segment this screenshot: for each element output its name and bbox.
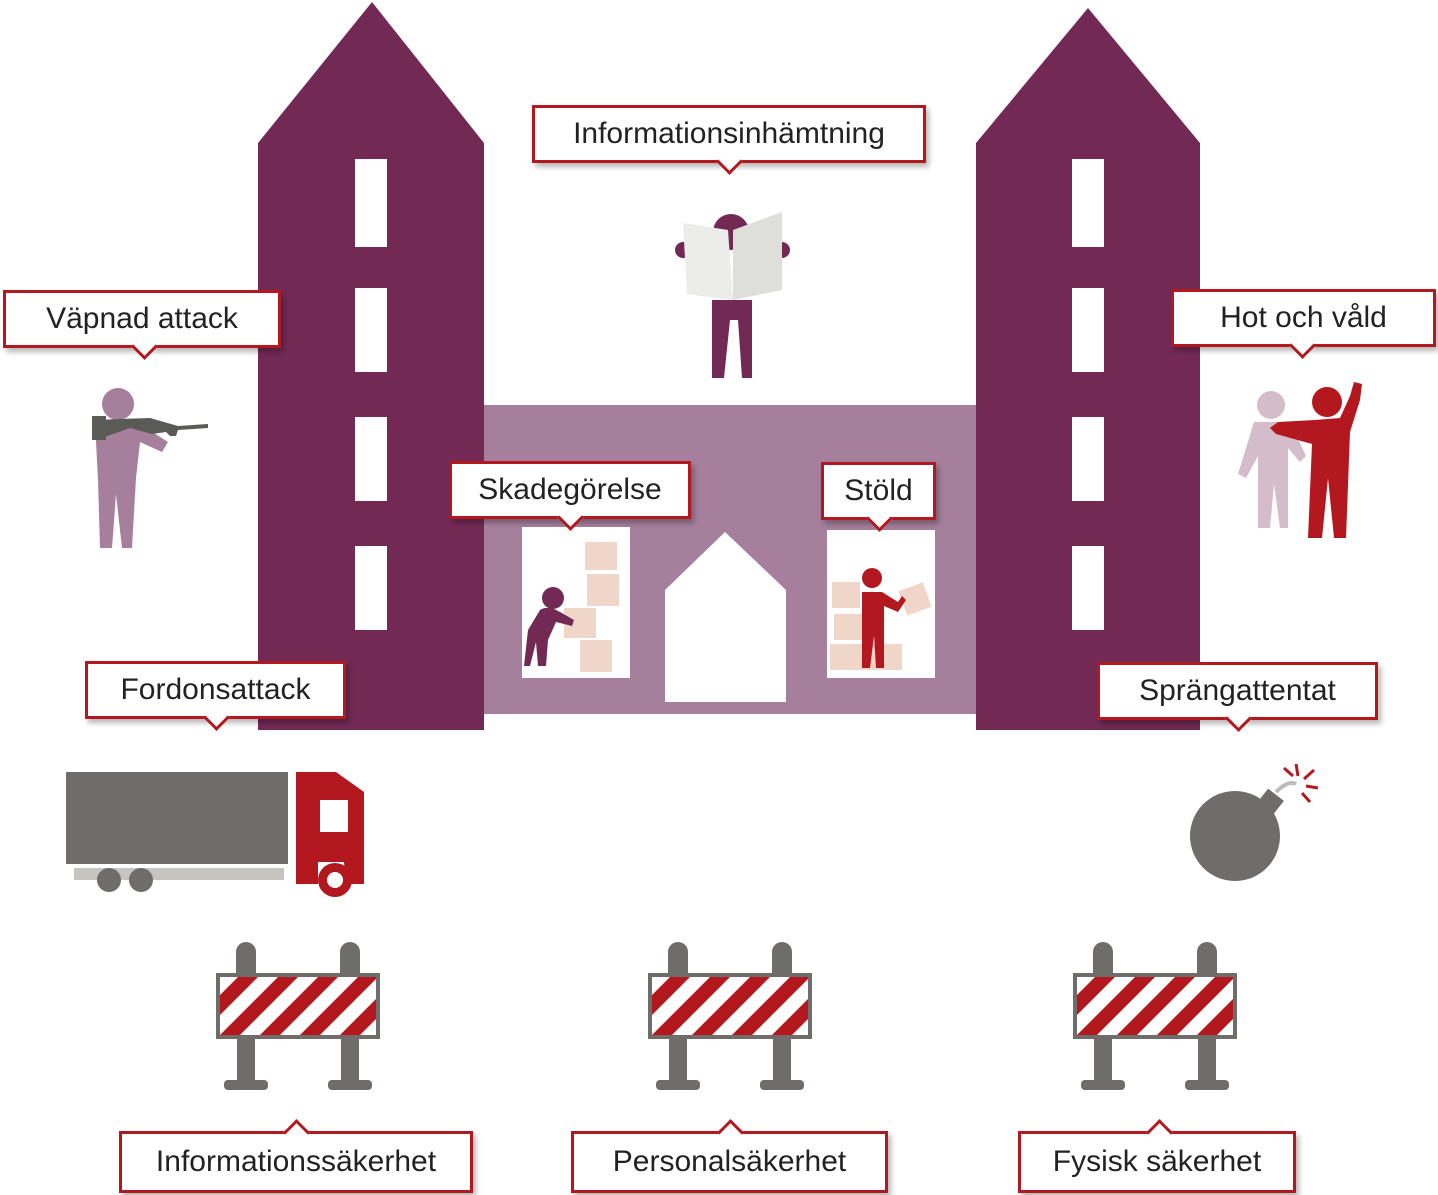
building <box>258 2 1200 730</box>
spy-newspaper-icon <box>675 212 790 378</box>
right-tower-windows <box>1072 159 1104 630</box>
callout-vandalism: Skadegörelse <box>449 461 691 519</box>
label-vehicle-attack: Fordonsattack <box>120 673 311 706</box>
threat-violence-icon <box>1238 382 1362 538</box>
callout-vehicle-attack: Fordonsattack <box>85 661 346 719</box>
label-threats-violence: Hot och våld <box>1220 301 1387 334</box>
label-theft: Stöld <box>844 474 913 507</box>
label-armed-attack: Väpnad attack <box>46 302 238 335</box>
callout-information-security: Informationssäkerhet <box>119 1131 473 1193</box>
callout-threats-violence: Hot och våld <box>1171 289 1436 347</box>
callout-information-gathering: Informationsinhämtning <box>532 105 926 163</box>
label-vandalism: Skadegörelse <box>478 473 662 506</box>
callout-bombing: Sprängattentat <box>1097 662 1378 720</box>
vandalism-figure-icon <box>524 542 619 672</box>
callout-theft: Stöld <box>821 462 936 520</box>
label-physical-security: Fysisk säkerhet <box>1052 1145 1262 1178</box>
barrier-physical-security-icon <box>1073 942 1237 1090</box>
label-personnel-security: Personalsäkerhet <box>612 1145 847 1178</box>
barrier-information-security-icon <box>216 942 380 1090</box>
label-bombing: Sprängattentat <box>1139 674 1336 707</box>
left-tower-windows <box>355 159 387 630</box>
truck-icon <box>66 772 364 897</box>
bomb-icon <box>1190 763 1319 881</box>
barriers <box>216 942 1237 1090</box>
label-information-gathering: Informationsinhämtning <box>573 117 885 150</box>
barrier-personnel-security-icon <box>648 942 812 1090</box>
theft-figure-icon <box>830 568 932 670</box>
callout-personnel-security: Personalsäkerhet <box>571 1131 888 1193</box>
label-information-security: Informationssäkerhet <box>155 1145 437 1178</box>
callout-armed-attack: Väpnad attack <box>3 290 281 348</box>
callout-physical-security: Fysisk säkerhet <box>1018 1131 1296 1193</box>
building-door <box>665 532 786 702</box>
armed-attacker-icon <box>92 388 208 548</box>
